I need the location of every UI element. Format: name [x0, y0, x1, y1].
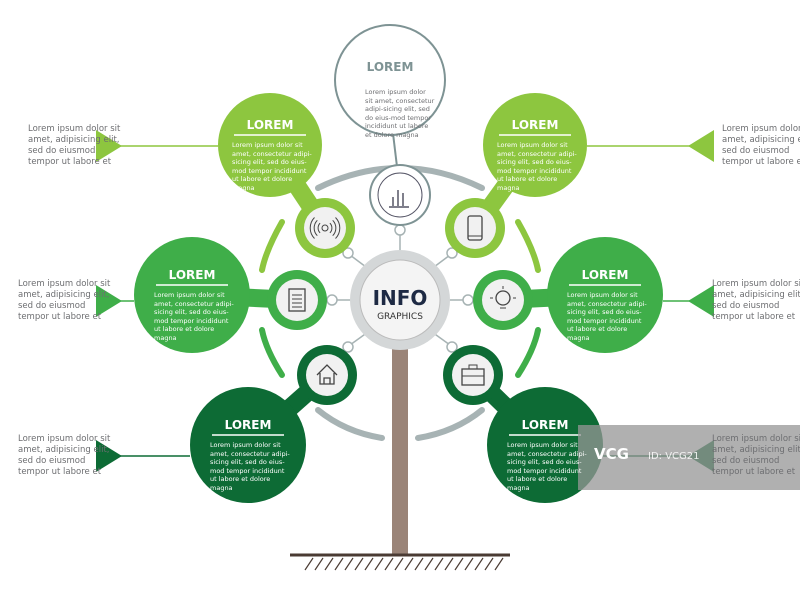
left-arc-2 [259, 327, 285, 378]
bubble-left-bottom [96, 345, 357, 503]
right-arc-2 [515, 327, 541, 378]
top-bubble-title: LOREM [366, 60, 414, 74]
right-arc [515, 219, 541, 273]
bubble-left-mid [96, 237, 327, 353]
marker-triangle [96, 440, 122, 472]
watermark-id: ID: VCG21 [648, 451, 700, 462]
marker-triangle [688, 285, 714, 317]
left-bottom-arc [315, 407, 385, 441]
marker-triangle [688, 130, 714, 162]
center-title: INFO [373, 286, 428, 310]
ground-hatch [304, 557, 504, 571]
watermark: VCG ID: VCG21 [578, 425, 800, 490]
center-circle [359, 259, 441, 341]
watermark-logo: VCG [594, 445, 629, 463]
top-bubble-body: Lorem ipsum dolor sit amet, consectetur … [365, 88, 435, 139]
bar-chart-icon [377, 172, 423, 218]
bubble-right-mid [473, 237, 714, 353]
briefcase-icon [452, 354, 494, 396]
lightbulb-icon [482, 279, 524, 321]
right-bottom-arc [415, 407, 485, 441]
top-bubble [334, 24, 446, 136]
document-icon [276, 279, 318, 321]
bubble-right-top [445, 93, 714, 258]
trunk [392, 340, 408, 555]
marker-triangle [96, 130, 122, 162]
bubble-right-bottom [443, 345, 714, 503]
marker-triangle [96, 285, 122, 317]
smartphone-icon [454, 207, 496, 249]
bubble-left-top [96, 93, 355, 258]
center-subtitle: GRAPHICS [377, 312, 423, 322]
left-arc [259, 219, 285, 273]
home-icon [306, 354, 348, 396]
